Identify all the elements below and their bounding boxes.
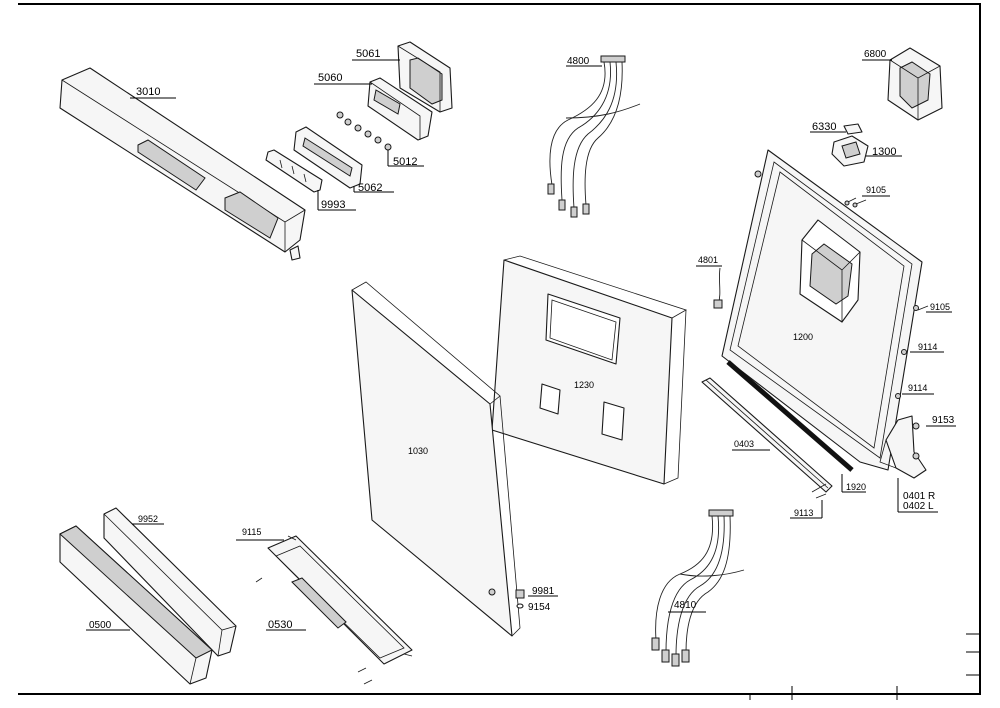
- part-0403-rail: [701, 377, 833, 499]
- callout-1300: 1300: [866, 146, 902, 158]
- label-9153: 9153: [932, 415, 955, 426]
- callout-9115: 9115: [236, 527, 284, 541]
- label-9981: 9981: [532, 586, 555, 597]
- label-5062: 5062: [358, 182, 382, 194]
- label-1030: 1030: [408, 446, 428, 456]
- part-5062-frame: [293, 126, 363, 189]
- label-0500: 0500: [89, 620, 112, 631]
- callout-9105-top: 9105: [862, 185, 890, 197]
- label-9105-top: 9105: [866, 185, 886, 195]
- part-0530-bracket: [255, 535, 413, 685]
- part-5060-board: [367, 77, 433, 141]
- label-4801: 4801: [698, 255, 718, 265]
- callout-1030: 1030: [408, 446, 428, 456]
- callout-9993: 9993: [317, 190, 356, 211]
- part-5012-buttons: [336, 111, 392, 151]
- label-5060: 5060: [318, 72, 342, 84]
- part-9981-9154-small-parts: [515, 589, 525, 609]
- part-3010-control-panel: [59, 67, 306, 261]
- callout-4801: 4801: [696, 255, 722, 267]
- part-4800-wiring-harness: [547, 55, 641, 218]
- part-6800-electronic-module: [887, 47, 943, 121]
- callout-1230: 1230: [574, 380, 594, 390]
- callout-5062: 5062: [353, 182, 394, 194]
- callout-0530: 0530: [266, 619, 306, 631]
- callout-6330: 6330: [810, 121, 846, 133]
- callout-9105-side: 9105: [926, 302, 952, 313]
- callout-0403: 0403: [732, 439, 770, 451]
- part-9952-strip: [103, 507, 237, 657]
- label-9993: 9993: [321, 199, 345, 211]
- label-9105-side: 9105: [930, 302, 950, 312]
- label-1230: 1230: [574, 380, 594, 390]
- part-1200-inner-door: [721, 149, 923, 471]
- label-9114-upper: 9114: [918, 342, 937, 352]
- label-9113: 9113: [794, 508, 813, 518]
- label-4800: 4800: [567, 56, 590, 67]
- callout-9114-lower: 9114: [902, 383, 934, 395]
- label-5061: 5061: [356, 48, 380, 60]
- part-9993-strip: [265, 149, 323, 193]
- label-3010: 3010: [136, 86, 160, 98]
- callout-1920: 1920: [841, 474, 866, 493]
- callout-0401-0402: 0401 R 0402 L: [897, 478, 938, 513]
- label-1920: 1920: [846, 482, 866, 492]
- callout-1200: 1200: [793, 332, 813, 342]
- callout-5012: 5012: [387, 150, 424, 168]
- callout-9113: 9113: [790, 500, 823, 519]
- callout-5060: 5060: [314, 72, 372, 85]
- part-5061-module-housing: [397, 41, 453, 113]
- label-4810: 4810: [674, 600, 697, 611]
- label-9115: 9115: [242, 527, 261, 537]
- callout-4810: 4810: [668, 600, 706, 613]
- label-6800: 6800: [864, 49, 887, 60]
- label-5012: 5012: [393, 156, 417, 168]
- callout-9952: 9952: [132, 514, 164, 525]
- part-1920-gasket: [726, 360, 854, 472]
- callout-9153: 9153: [926, 415, 956, 427]
- label-0402: 0402 L: [903, 501, 934, 512]
- part-4810-wiring-harness: [651, 509, 745, 667]
- label-9114-lower: 9114: [908, 383, 927, 393]
- callout-4800: 4800: [566, 56, 602, 67]
- callout-0500: 0500: [86, 620, 130, 631]
- callout-9154: 9154: [528, 602, 551, 613]
- label-1200: 1200: [793, 332, 813, 342]
- label-0403: 0403: [734, 439, 754, 449]
- part-6330-1300-door-lock: [831, 123, 869, 167]
- label-1300: 1300: [872, 146, 896, 158]
- callout-9114-upper: 9114: [910, 342, 944, 353]
- label-0401: 0401 R: [903, 491, 935, 502]
- drawing-frame: [18, 3, 981, 700]
- callout-9981: 9981: [528, 586, 558, 597]
- label-9952: 9952: [138, 514, 158, 524]
- part-1030-outer-door: [351, 281, 521, 637]
- part-9105-screws: [844, 197, 929, 311]
- label-9154: 9154: [528, 602, 551, 613]
- callout-6800: 6800: [862, 49, 892, 61]
- label-0530: 0530: [268, 619, 292, 631]
- callout-3010: 3010: [130, 86, 176, 99]
- part-4801-cable: [713, 267, 723, 309]
- part-0401-0402-hinge: [879, 415, 927, 479]
- part-1230-insulation: [491, 255, 687, 485]
- callout-5061: 5061: [352, 48, 400, 61]
- label-6330: 6330: [812, 121, 836, 133]
- part-0500-plinth: [59, 525, 213, 685]
